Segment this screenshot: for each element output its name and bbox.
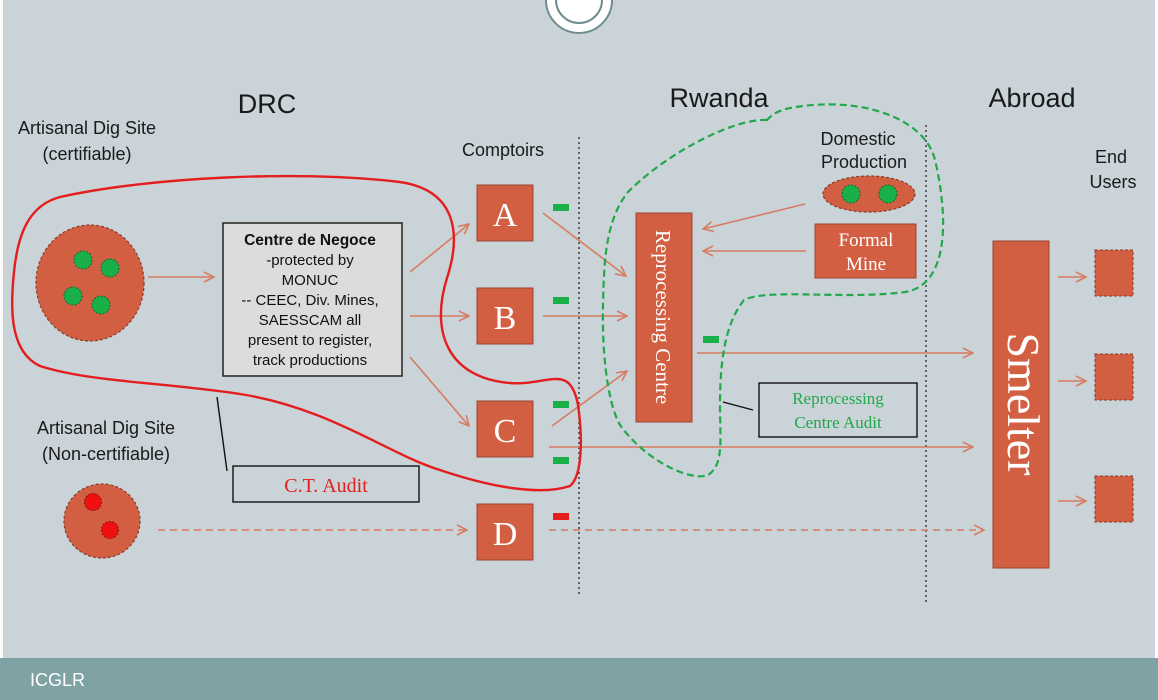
certified-marker — [553, 297, 569, 304]
region-title-rwanda: Rwanda — [669, 83, 769, 113]
centre-de-negoce-line: MONUC — [282, 272, 339, 289]
ct-audit-callout: C.T. Audit — [232, 465, 420, 503]
centre-de-negoce-line: -protected by — [266, 252, 354, 269]
certified-marker — [553, 401, 569, 408]
reprocessing-centre-label: Reprocessing Centre — [651, 230, 675, 404]
arrow-negoce-to-c — [409, 356, 469, 426]
arrow-a-to-reprocessing — [542, 212, 626, 276]
footer-label: ICGLR — [30, 670, 85, 690]
reprocessing-audit-label-line1: Reprocessing — [792, 389, 884, 408]
flow-arrows — [148, 203, 1086, 530]
arrow-domestic-to-reprocessing — [703, 203, 806, 229]
smelter: Smelter — [992, 240, 1050, 569]
centre-de-negoce-line: present to register, — [248, 332, 372, 349]
end-user-box — [1094, 353, 1134, 401]
domestic-production-site — [822, 175, 916, 213]
end-users-label-line1: End — [1095, 147, 1127, 167]
comptoir-label: A — [493, 197, 518, 234]
reprocessing-audit-label-line2: Centre Audit — [794, 413, 882, 432]
reprocessing-audit-callout: Reprocessing Centre Audit — [758, 382, 918, 438]
comptoir-a: A — [476, 184, 534, 242]
comptoir-d: D — [476, 503, 534, 561]
certified-marker — [703, 336, 719, 343]
end-user-box — [1094, 475, 1134, 523]
centre-de-negoce-box: Centre de Negoce -protected by MONUC -- … — [222, 222, 403, 377]
non-certifiable-site-label-line2: (Non-certifiable) — [42, 444, 170, 464]
comptoirs-heading: Comptoirs — [462, 140, 544, 160]
comptoir-label: D — [493, 516, 518, 553]
formal-mine-label-line2: Mine — [846, 254, 886, 275]
non-certifiable-site-label-line1: Artisanal Dig Site — [37, 418, 175, 438]
smelter-label: Smelter — [998, 332, 1049, 475]
arrow-c-to-reprocessing — [551, 371, 627, 427]
reprocessing-centre: Reprocessing Centre — [635, 212, 693, 423]
ct-audit-label: C.T. Audit — [284, 475, 368, 497]
end-user-box — [1094, 249, 1134, 297]
formal-mine-label-line1: Formal — [839, 230, 894, 251]
end-users-label-line2: Users — [1089, 172, 1136, 192]
certifiable-site-label-line2: (certifiable) — [42, 144, 131, 164]
region-title-drc: DRC — [238, 89, 297, 119]
region-title-abroad: Abroad — [988, 83, 1075, 113]
comptoir-label: C — [494, 413, 517, 450]
centre-de-negoce-line: SAESSCAM all — [259, 312, 362, 329]
formal-mine: Formal Mine — [814, 223, 917, 279]
arrow-negoce-to-a — [409, 224, 469, 273]
certifiable-site-label-line1: Artisanal Dig Site — [18, 118, 156, 138]
ct-audit-leader-line — [216, 396, 228, 472]
comptoir-b: B — [476, 287, 534, 345]
centre-de-negoce-line: track productions — [253, 352, 367, 369]
non-certifiable-dig-site — [63, 483, 141, 559]
uncertified-marker — [553, 513, 569, 520]
logo-emblem — [545, 0, 613, 34]
domestic-production-label-line2: Production — [821, 152, 907, 172]
certified-marker — [553, 204, 569, 211]
domestic-production-label-line1: Domestic — [820, 129, 895, 149]
reprocessing-audit-boundary — [601, 103, 945, 478]
reprocessing-audit-leader-line — [722, 401, 754, 411]
comptoir-label: B — [494, 300, 517, 337]
comptoir-c: C — [476, 400, 534, 458]
certified-marker — [553, 457, 569, 464]
centre-de-negoce-line: -- CEEC, Div. Mines, — [241, 292, 378, 309]
certified-chain-boundary — [10, 174, 582, 492]
centre-de-negoce-title: Centre de Negoce — [244, 232, 376, 249]
certifiable-dig-site — [35, 224, 145, 342]
footer-bar — [0, 658, 1158, 700]
